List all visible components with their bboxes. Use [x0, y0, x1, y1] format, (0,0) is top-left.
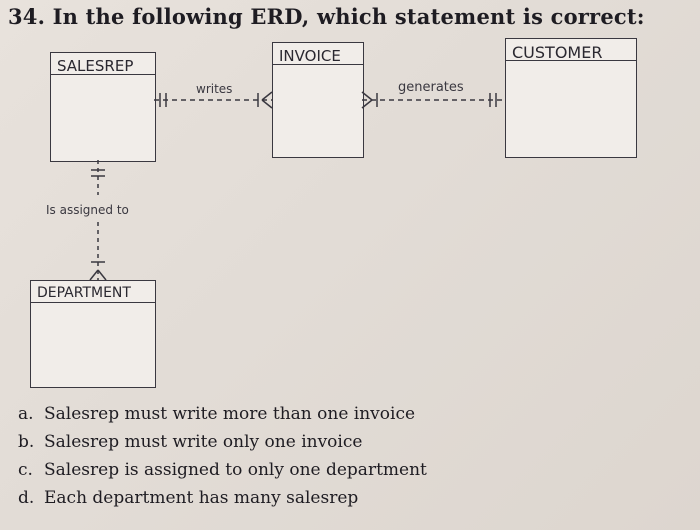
- option-d[interactable]: d. Each department has many salesrep: [18, 484, 427, 512]
- option-b-text: Salesrep must write only one invoice: [44, 432, 363, 452]
- assigned-connector: [89, 160, 107, 281]
- department-entity: DEPARTMENT: [30, 280, 156, 388]
- writes-label: writes: [196, 82, 233, 96]
- generates-connector: [361, 91, 505, 109]
- invoice-entity: INVOICE: [272, 42, 364, 158]
- option-a-key: a.: [18, 404, 34, 424]
- question-title: 34. In the following ERD, which statemen…: [8, 4, 645, 29]
- option-c-key: c.: [18, 460, 33, 480]
- option-d-text: Each department has many salesrep: [44, 488, 359, 508]
- salesrep-entity-name: SALESREP: [51, 53, 155, 75]
- option-c-text: Salesrep is assigned to only one departm…: [44, 460, 427, 480]
- option-a[interactable]: a. Salesrep must write more than one inv…: [18, 400, 427, 428]
- option-b-key: b.: [18, 432, 35, 452]
- option-a-text: Salesrep must write more than one invoic…: [44, 404, 416, 424]
- customer-entity: CUSTOMER: [505, 38, 637, 158]
- answer-options: a. Salesrep must write more than one inv…: [18, 400, 427, 512]
- generates-label: generates: [398, 80, 464, 95]
- writes-connector: [154, 91, 273, 109]
- option-d-key: d.: [18, 488, 35, 508]
- invoice-entity-name: INVOICE: [273, 43, 363, 65]
- option-c[interactable]: c. Salesrep is assigned to only one depa…: [18, 456, 427, 484]
- assigned-label: Is assigned to: [46, 203, 129, 217]
- option-b[interactable]: b. Salesrep must write only one invoice: [18, 428, 427, 456]
- salesrep-entity: SALESREP: [50, 52, 156, 162]
- customer-entity-name: CUSTOMER: [506, 39, 636, 62]
- department-entity-name: DEPARTMENT: [31, 281, 155, 303]
